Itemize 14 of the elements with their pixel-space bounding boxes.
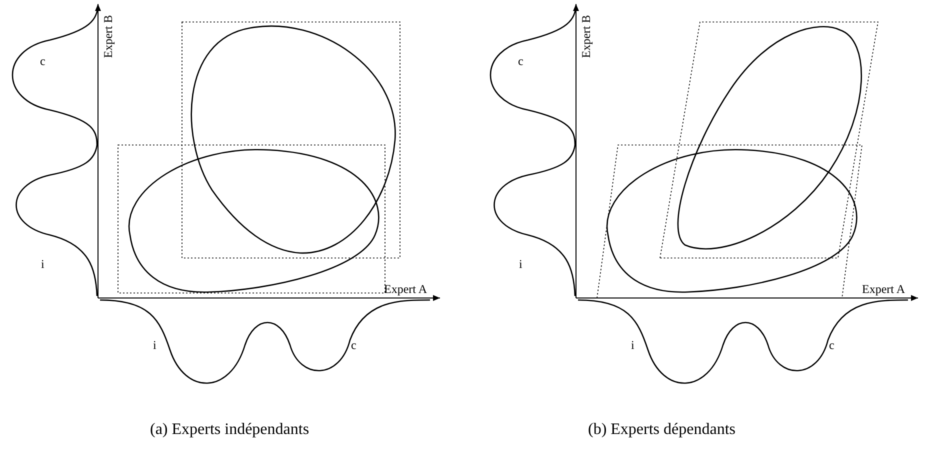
curve-label: c (40, 55, 46, 67)
figure-caption: (a) Experts indépendants (150, 422, 310, 438)
curve-label: c (351, 339, 356, 351)
axis-label: Expert B (580, 15, 592, 58)
curve-label: i (631, 339, 634, 351)
axis-label: Expert A (862, 283, 905, 295)
curve-label: c (518, 55, 524, 67)
axis-label: Expert B (102, 15, 114, 58)
figure-caption: (b) Experts dépendants (588, 422, 736, 438)
curve-label: i (41, 258, 44, 270)
axis-label: Expert A (384, 283, 427, 295)
curve-label: c (829, 339, 834, 351)
curve-label: i (519, 258, 522, 270)
curve-label: i (153, 339, 156, 351)
